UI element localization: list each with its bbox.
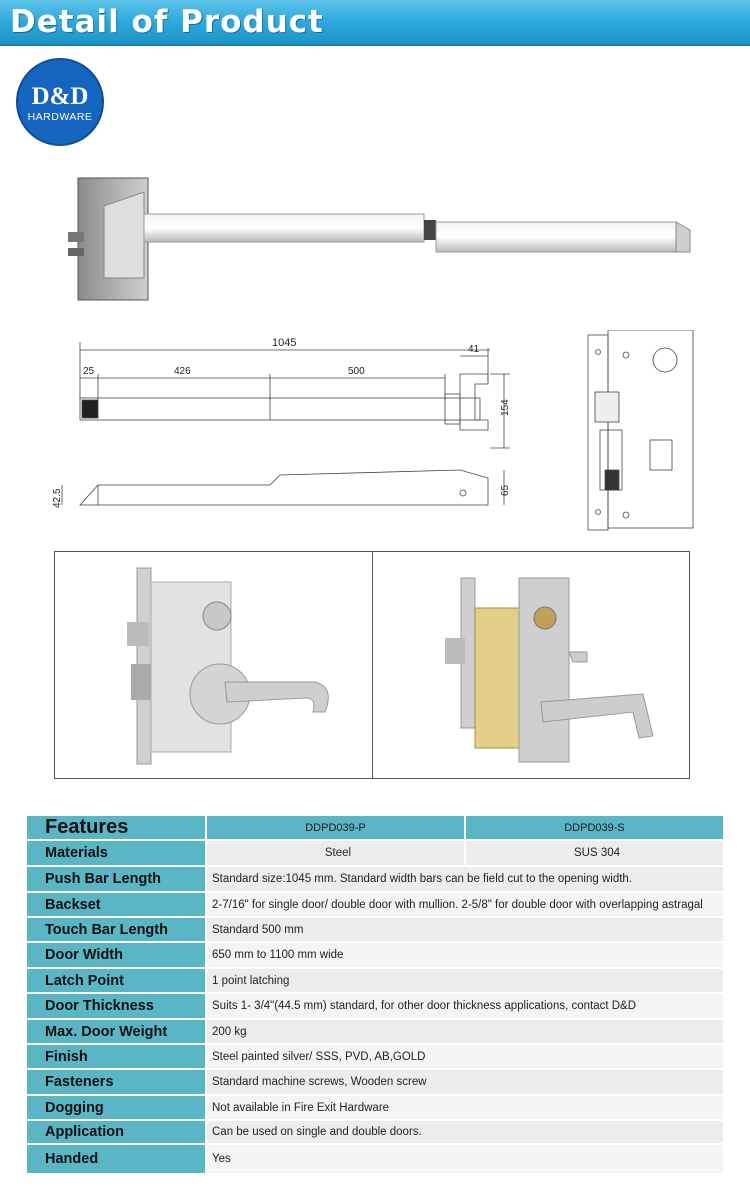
product-panic-bar-image bbox=[68, 177, 691, 301]
photo-mortise-lock-lever bbox=[127, 567, 329, 765]
table-row: Materials Steel SUS 304 bbox=[27, 841, 723, 867]
dim-end: 41 bbox=[468, 344, 480, 355]
table-header-row: Features DDPD039-P DDPD039-S bbox=[27, 816, 723, 841]
table-row: Handed Yes bbox=[27, 1145, 723, 1175]
features-table: Features DDPD039-P DDPD039-S Materials S… bbox=[27, 816, 723, 1175]
dim-mid: 426 bbox=[174, 366, 191, 377]
row-label: Handed bbox=[27, 1145, 205, 1175]
dim-total: 1045 bbox=[272, 337, 296, 349]
logo-sub-text: HARDWARE bbox=[27, 111, 93, 123]
dim-side: 42.5 bbox=[52, 488, 63, 508]
row-label: Push Bar Length bbox=[27, 867, 205, 893]
materials-p: Steel bbox=[205, 841, 464, 867]
row-value: Standard size:1045 mm. Standard width ba… bbox=[205, 867, 723, 893]
row-label: Finish bbox=[27, 1045, 205, 1070]
row-value: 200 kg bbox=[205, 1020, 723, 1045]
page-title: Detail of Product bbox=[10, 4, 324, 40]
table-row: Backset 2-7/16" for single door/ double … bbox=[27, 893, 723, 918]
materials-s: SUS 304 bbox=[464, 841, 723, 867]
row-label: Fasteners bbox=[27, 1070, 205, 1096]
table-row: Push Bar Length Standard size:1045 mm. S… bbox=[27, 867, 723, 893]
row-label: Max. Door Weight bbox=[27, 1020, 205, 1045]
row-label: Materials bbox=[27, 841, 205, 867]
row-value: Can be used on single and double doors. bbox=[205, 1121, 723, 1145]
row-label: Door Width bbox=[27, 943, 205, 969]
row-value: Not available in Fire Exit Hardware bbox=[205, 1096, 723, 1121]
row-value: 2-7/16" for single door/ double door wit… bbox=[205, 893, 723, 918]
row-value: Standard machine screws, Wooden screw bbox=[205, 1070, 723, 1096]
row-label: Backset bbox=[27, 893, 205, 918]
table-row: Application Can be used on single and do… bbox=[27, 1121, 723, 1145]
dim-touch: 500 bbox=[348, 366, 365, 377]
logo-main-text: D&D bbox=[31, 83, 89, 110]
table-row: Latch Point 1 point latching bbox=[27, 969, 723, 994]
photo-divider bbox=[372, 552, 373, 778]
table-row: Touch Bar Length Standard 500 mm bbox=[27, 918, 723, 943]
dim-left: 25 bbox=[83, 366, 95, 377]
dim-depth: 65 bbox=[500, 484, 511, 496]
row-value: Suits 1- 3/4"(44.5 mm) standard, for oth… bbox=[205, 994, 723, 1020]
features-heading: Features bbox=[27, 816, 205, 841]
row-label: Latch Point bbox=[27, 969, 205, 994]
column-ddpd039-p: DDPD039-P bbox=[205, 816, 464, 841]
table-row: Finish Steel painted silver/ SSS, PVD, A… bbox=[27, 1045, 723, 1070]
row-label: Door Thickness bbox=[27, 994, 205, 1020]
row-value: 650 mm to 1100 mm wide bbox=[205, 943, 723, 969]
technical-drawing: 1045 41 25 426 500 154 42.5 65 bbox=[52, 330, 694, 531]
photo-mortise-lock-plate bbox=[445, 577, 654, 763]
page-header: Detail of Product bbox=[0, 0, 750, 46]
row-value: 1 point latching bbox=[205, 969, 723, 994]
brand-logo: D&D HARDWARE bbox=[16, 58, 104, 146]
column-ddpd039-s: DDPD039-S bbox=[464, 816, 723, 841]
table-row: Fasteners Standard machine screws, Woode… bbox=[27, 1070, 723, 1096]
row-value: Yes bbox=[205, 1145, 723, 1175]
row-value: Standard 500 mm bbox=[205, 918, 723, 943]
table-row: Door Thickness Suits 1- 3/4"(44.5 mm) st… bbox=[27, 994, 723, 1020]
table-row: Dogging Not available in Fire Exit Hardw… bbox=[27, 1096, 723, 1121]
table-row: Door Width 650 mm to 1100 mm wide bbox=[27, 943, 723, 969]
row-label: Touch Bar Length bbox=[27, 918, 205, 943]
row-label: Dogging bbox=[27, 1096, 205, 1121]
table-row: Max. Door Weight 200 kg bbox=[27, 1020, 723, 1045]
dim-height: 154 bbox=[500, 399, 511, 416]
row-label: Application bbox=[27, 1121, 205, 1145]
product-photos bbox=[54, 551, 690, 779]
row-value: Steel painted silver/ SSS, PVD, AB,GOLD bbox=[205, 1045, 723, 1070]
